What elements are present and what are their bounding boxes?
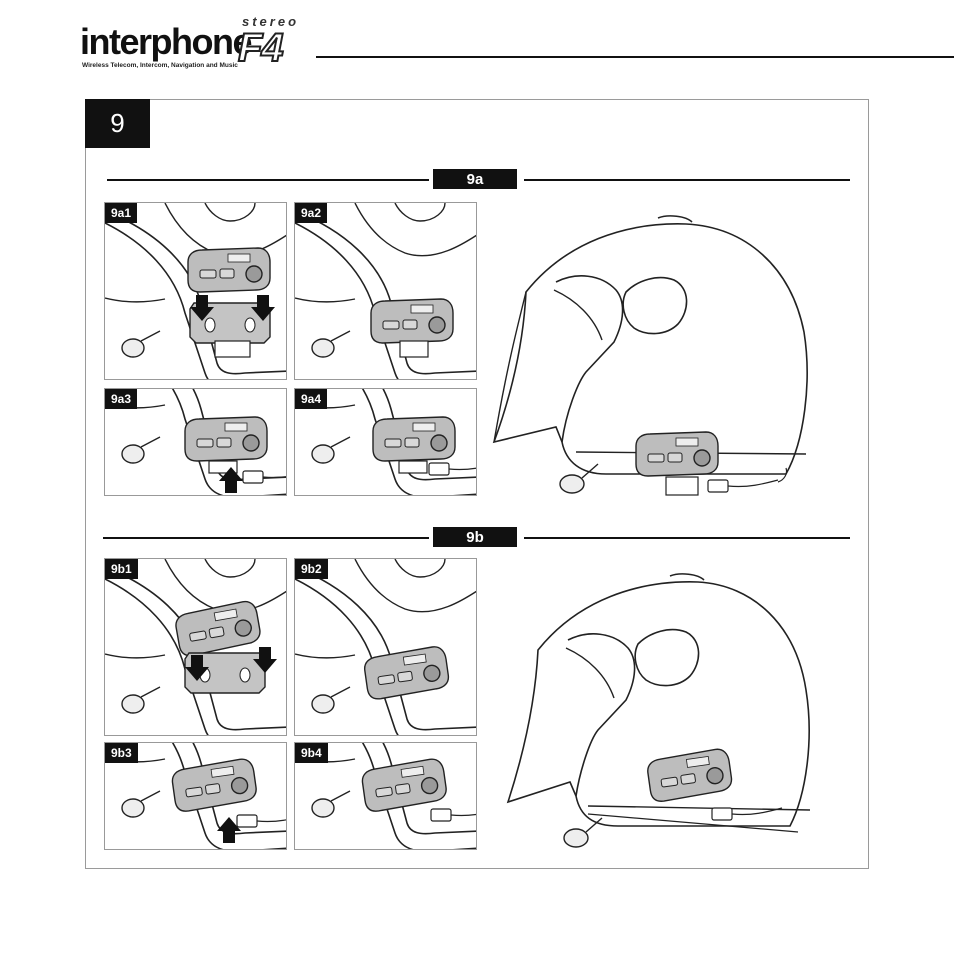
illustration-9a2 <box>295 203 476 379</box>
illustration-9a3 <box>105 389 286 495</box>
thumbnail-9b3: 9b3 <box>104 742 287 850</box>
thumbnail-label: 9a2 <box>295 203 328 223</box>
illustration-9b1 <box>105 559 286 735</box>
illustration-9b2 <box>295 559 476 735</box>
brand-tagline: Wireless Telecom, Intercom, Navigation a… <box>82 62 238 69</box>
thumbnail-label: 9a3 <box>105 389 138 409</box>
section-9b-label: 9b <box>433 527 517 547</box>
interphone-logo: interphone stereo F4 Wireless Telecom, I… <box>80 14 320 74</box>
thumbnail-label: 9a4 <box>295 389 328 409</box>
thumbnail-label: 9a1 <box>105 203 138 223</box>
section-9a-rule-right <box>524 179 850 181</box>
thumbnail-label: 9b2 <box>295 559 328 579</box>
thumbnail-label: 9b3 <box>105 743 138 763</box>
thumbnail-9a4: 9a4 <box>294 388 477 496</box>
model-name: F4 <box>237 25 285 71</box>
step-number-badge: 9 <box>85 99 150 148</box>
step-panel <box>85 99 869 869</box>
header-rule <box>316 56 954 58</box>
illustration-9a1 <box>105 203 286 379</box>
illustration-9a4 <box>295 389 476 495</box>
section-9b-rule-left <box>103 537 429 539</box>
section-9a-label: 9a <box>433 169 517 189</box>
thumbnail-9b4: 9b4 <box>294 742 477 850</box>
thumbnail-label: 9b4 <box>295 743 328 763</box>
brand-wordmark: interphone <box>80 21 253 62</box>
section-9a-rule-left <box>107 179 429 181</box>
section-9b-rule-right <box>524 537 850 539</box>
thumbnail-9a1: 9a1 <box>104 202 287 380</box>
thumbnail-9a2: 9a2 <box>294 202 477 380</box>
thumbnail-9b2: 9b2 <box>294 558 477 736</box>
thumbnail-9a3: 9a3 <box>104 388 287 496</box>
model-stereo-text: stereo <box>242 14 300 29</box>
thumbnail-label: 9b1 <box>105 559 138 579</box>
helmet-illustration-9b <box>506 573 811 848</box>
helmet-illustration-9a <box>492 215 808 496</box>
thumbnail-9b1: 9b1 <box>104 558 287 736</box>
